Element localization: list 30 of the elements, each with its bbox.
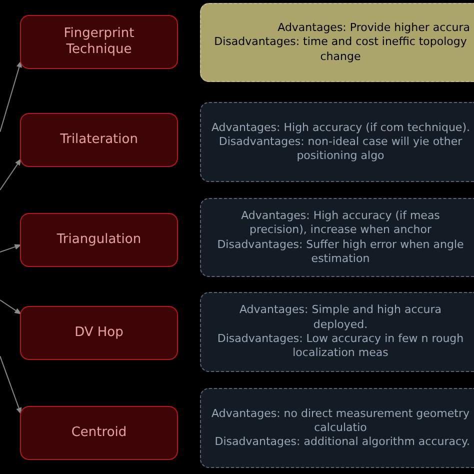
method-box xyxy=(20,15,178,69)
note-text: Advantages: High accuracy (if com technique). xyxy=(211,120,470,135)
method-label: Fingerprint Technique xyxy=(62,26,136,58)
arrow xyxy=(0,60,22,132)
note-text: Disadvantages: Low accuracy in few n rough localization meas xyxy=(216,332,465,361)
note-text: Advantages: Simple and high accura deployed. xyxy=(238,303,443,332)
arrow xyxy=(0,356,22,415)
note-text: Advantages: Provide higher accura xyxy=(278,21,470,36)
note-text: Advantages: High accuracy (if meas precision), increase when anchor xyxy=(240,208,441,238)
note-text: Disadvantages: additional algorithm accuracy. xyxy=(214,435,470,450)
method-label: Centroid xyxy=(71,425,127,441)
method-label: Trilateration xyxy=(60,132,138,148)
arrow xyxy=(0,158,22,190)
method-label: DV Hop xyxy=(74,325,124,341)
note-box xyxy=(200,198,474,277)
method-box xyxy=(20,213,178,267)
note-text: Disadvantages: non-ideal case will yie other positioning algo xyxy=(218,134,464,164)
note-box xyxy=(200,102,474,182)
note-text: Disadvantages: Suffer high error when angle estimation xyxy=(216,238,465,266)
highlighted-note-box xyxy=(200,3,474,82)
arrow xyxy=(0,300,22,314)
method-box xyxy=(20,113,178,167)
method-label: Triangulation xyxy=(56,232,142,248)
method-box xyxy=(20,406,178,460)
method-box xyxy=(20,306,178,360)
note-text: Disadvantages: time and cost ineffic topology change xyxy=(213,35,468,64)
arrow xyxy=(0,244,22,252)
note-box xyxy=(200,292,474,372)
note-box xyxy=(200,388,474,468)
note-text: Advantages: no direct measurement geometry calculatio xyxy=(211,406,470,436)
